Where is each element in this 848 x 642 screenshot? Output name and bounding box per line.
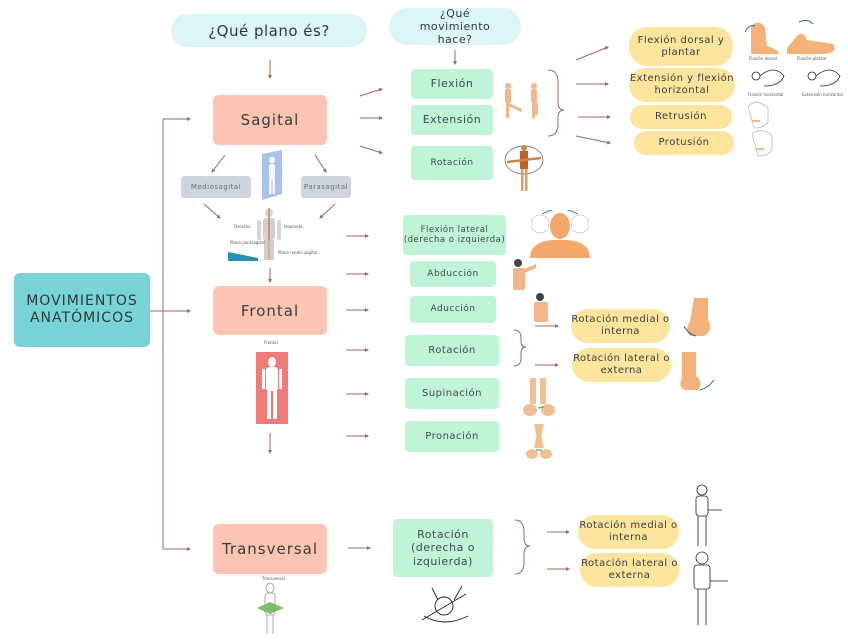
result-rotacion-lateral-transversal: Rotación lateral o externa [580,553,679,587]
external-rotation-foot-figure [678,350,718,394]
adduction-figure [530,292,554,326]
caption-flexion-plantar: Flexión plantar [797,56,827,61]
result-rotacion-medial-frontal: Rotación medial o interna [571,309,670,343]
transversal-illustration-label: Transversal [262,576,285,581]
label-plano-parasagital: Plano parasagital [230,240,265,245]
foot-flexion-figures: Flexión dorsal Flexión plantar [744,18,845,63]
flexion-extension-figure [500,82,546,120]
brace-frontal-rotation [513,329,527,367]
lateral-flexion-figure [528,208,592,258]
movement-rotacion-sagital: Rotación [411,146,493,180]
internal-rotation-body-figure [688,484,724,548]
subtype-parasagital: Parasagital [301,176,351,198]
result-extension-flexion-horizontal: Extensión y flexión horizontal [629,68,735,102]
movement-extension: Extensión [411,105,493,135]
caption-flexion-dorsal: Flexión dorsal [749,56,777,61]
supination-hands-figure [522,378,556,418]
result-retrusion: Retrusión [630,105,732,129]
body-planes-illustration: Derecha Izquierda Plano parasagital Plan… [228,208,317,264]
caption-extension-horizontal: Extensión horizontal [802,92,843,97]
result-flexion-dorsal-plantar: Flexión dorsal y plantar [629,27,733,66]
plane-transversal: Transversal [213,524,327,574]
pronation-hands-figure [524,424,554,462]
horizontal-flexion-figures: Flexión horizontal Extensión horizontal [746,64,848,98]
sagital-plane-illustration [258,150,284,200]
label-plano-medio-sagital: Plano medio sagital [278,250,318,255]
caption-flexion-horizontal: Flexión horizontal [748,92,784,97]
movement-abduccion: Abducción [410,261,496,287]
abduction-figure [510,258,536,294]
question-plane: ¿Qué plano és? [171,14,367,47]
jaw-figures [744,100,774,162]
label-izquierda: Izquierda [284,224,303,229]
subtype-mediosagital: Mediosagital [181,176,251,198]
movement-pronacion: Pronación [405,421,499,452]
label-derecha: Derecha [234,224,251,229]
plane-sagital: Sagital [213,95,327,145]
movement-flexion: Flexión [411,69,493,99]
question-movement: ¿Qué movimiento hace? [389,7,521,46]
internal-rotation-foot-figure [676,296,718,340]
root-node: MOVIMIENTOS ANATÓMICOS [14,273,150,347]
result-protusion: Protusión [634,131,734,155]
movement-rotacion-frontal: Rotación [405,335,499,366]
movement-flexion-lateral: Flexión lateral (derecha o izquierda) [403,215,506,255]
movement-rotacion-transversal: Rotación (derecha o izquierda) [393,519,493,577]
transversal-plane-illustration: Transversal [256,576,286,636]
brace-transversal [514,519,531,575]
result-rotacion-lateral-frontal: Rotación lateral o externa [572,348,671,382]
plane-frontal: Frontal [213,286,327,335]
movement-supinacion: Supinación [405,378,499,409]
result-rotacion-medial-transversal: Rotación medial o interna [578,515,679,549]
brace-sagital [547,69,565,137]
rotation-figure [503,140,545,196]
frontal-plane-illustration: Frontal [254,340,290,426]
movement-aduccion: Aducción [410,296,496,323]
external-rotation-body-figure [688,551,730,627]
frontal-illustration-label: Frontal [264,340,278,345]
transversal-rotation-figure [418,580,474,628]
